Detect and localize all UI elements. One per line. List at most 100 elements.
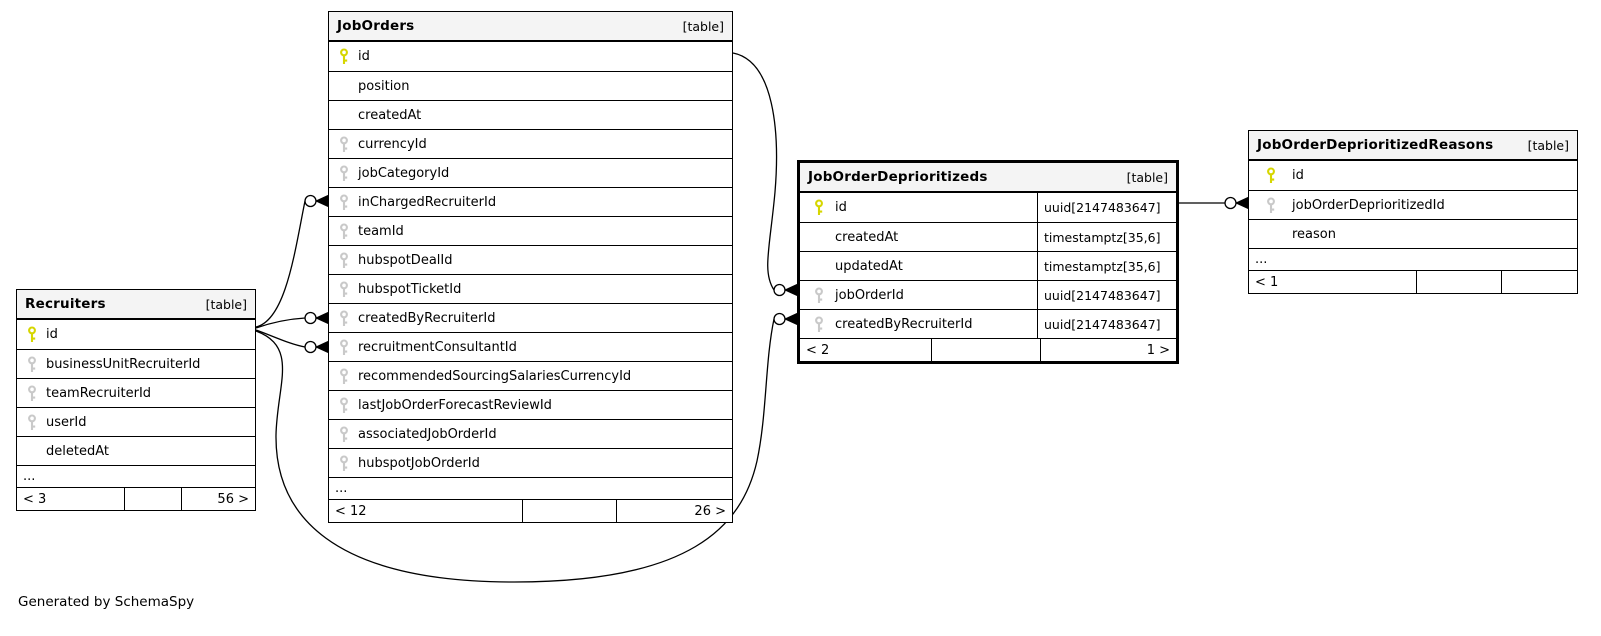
column-row-businessUnitRecruiterId: businessUnitRecruiterId [17, 349, 255, 378]
column-row-createdByRecruiterId: createdByRecruiterId [329, 303, 732, 332]
table-joborderdeprioritizeds-header[interactable]: JobOrderDeprioritizeds [table] [800, 163, 1176, 193]
column-name: teamId [358, 223, 404, 239]
foreign-key-icon [338, 222, 349, 240]
column-name-cell: userId [17, 408, 255, 436]
column-row-hubspotJobOrderId: hubspotJobOrderId [329, 448, 732, 477]
column-row-teamRecruiterId: teamRecruiterId [17, 378, 255, 407]
primary-key-icon [1265, 167, 1276, 184]
column-row-userId: userId [17, 407, 255, 436]
foreign-key-icon [338, 193, 349, 211]
column-name: inChargedRecruiterId [358, 194, 497, 210]
column-name: jobOrderId [835, 287, 904, 303]
column-row-hubspotTicketId: hubspotTicketId [329, 274, 732, 303]
column-name: lastJobOrderForecastReviewId [358, 397, 552, 413]
column-name-cell: createdAt [329, 101, 732, 129]
table-joborders-header[interactable]: JobOrders [table] [329, 12, 732, 42]
column-name-cell: currencyId [329, 130, 732, 158]
column-row-position: position [329, 71, 732, 100]
column-name: associatedJobOrderId [358, 426, 497, 442]
footer-parents-count: 56 > [181, 488, 255, 510]
column-type: uuid[2147483647] [1037, 193, 1176, 222]
column-name: jobOrderDeprioritizedId [1292, 197, 1445, 213]
column-name-cell: jobCategoryId [329, 159, 732, 187]
column-name-cell: recommendedSourcingSalariesCurrencyId [329, 362, 732, 390]
fk-endpoint-deprioritizeds-createdbyrecruiterid [773, 312, 798, 326]
column-row-reason: reason [1249, 219, 1577, 248]
more-columns-row: ... [1249, 248, 1577, 270]
column-name-cell: hubspotDealId [329, 246, 732, 274]
column-row-id: id [1249, 161, 1577, 190]
footer-parents-count: 26 > [616, 500, 732, 522]
primary-key-icon [338, 48, 349, 65]
column-name: createdByRecruiterId [835, 316, 973, 332]
column-row-jobCategoryId: jobCategoryId [329, 158, 732, 187]
column-name: hubspotDealId [358, 252, 453, 268]
column-row-id: id [17, 320, 255, 349]
column-name-cell: teamId [329, 217, 732, 245]
fk-endpoint-createdbyrecruiterid [304, 311, 329, 325]
column-row-createdAt: createdAt [329, 100, 732, 129]
column-row-jobOrderId: jobOrderId uuid[2147483647] [800, 280, 1176, 309]
foreign-key-icon [338, 396, 349, 414]
table-recruiters-header[interactable]: Recruiters [table] [17, 290, 255, 320]
table-joborderdeprioritizedreasons-header[interactable]: JobOrderDeprioritizedReasons [table] [1249, 131, 1577, 161]
foreign-key-icon [338, 251, 349, 269]
column-name-cell: teamRecruiterId [17, 379, 255, 407]
foreign-key-icon [813, 286, 824, 304]
column-name-cell: reason [1249, 220, 1577, 248]
table-title[interactable]: JobOrderDeprioritizedReasons [1257, 137, 1494, 153]
table-title[interactable]: JobOrderDeprioritizeds [808, 169, 988, 185]
more-columns-row: ... [17, 465, 255, 487]
fk-endpoint-joborderid [773, 283, 798, 297]
column-name: createdAt [358, 107, 422, 123]
column-type: timestamptz[35,6] [1037, 223, 1176, 251]
column-name-cell: jobOrderDeprioritizedId [1249, 191, 1577, 219]
table-recruiters: Recruiters [table] id businessUnitRecruit… [16, 289, 256, 511]
foreign-key-icon [338, 367, 349, 385]
footer-children-count: < 1 [1255, 274, 1279, 290]
table-title[interactable]: Recruiters [25, 296, 106, 312]
footer-spacer [1416, 271, 1501, 293]
table-title[interactable]: JobOrders [337, 18, 415, 34]
column-name: position [358, 78, 410, 94]
column-name-cell: createdByRecruiterId [800, 310, 1037, 338]
column-name: hubspotTicketId [358, 281, 462, 297]
relationship-curve-recruiters-deprioritizeds-createdbyrecruiterid [255, 318, 775, 583]
foreign-key-icon [338, 454, 349, 472]
column-name: id [1292, 168, 1304, 183]
foreign-key-icon [338, 280, 349, 298]
column-row-lastJobOrderForecastReviewId: lastJobOrderForecastReviewId [329, 390, 732, 419]
column-name: currencyId [358, 136, 427, 152]
column-type: uuid[2147483647] [1037, 281, 1176, 309]
column-row-associatedJobOrderId: associatedJobOrderId [329, 419, 732, 448]
relationship-curve-recruiters-createdbyrecruiterid [255, 317, 306, 329]
column-row-recommendedSourcingSalariesCurrencyId: recommendedSourcingSalariesCurrencyId [329, 361, 732, 390]
column-type: timestamptz[35,6] [1037, 252, 1176, 280]
column-name: id [46, 327, 58, 342]
column-name: userId [46, 414, 87, 430]
column-name: recommendedSourcingSalariesCurrencyId [358, 368, 632, 384]
column-name: createdByRecruiterId [358, 310, 496, 326]
column-row-id: id [329, 42, 732, 71]
table-badge: [table] [682, 18, 724, 34]
foreign-key-icon [26, 413, 37, 431]
foreign-key-icon [26, 384, 37, 402]
footer-children-count: < 3 [23, 491, 47, 507]
column-name-cell: hubspotTicketId [329, 275, 732, 303]
column-name-cell: hubspotJobOrderId [329, 449, 732, 477]
foreign-key-icon [1265, 196, 1276, 214]
column-name-cell: createdByRecruiterId [329, 304, 732, 332]
column-name-cell: id [800, 193, 1037, 222]
column-name-cell: lastJobOrderForecastReviewId [329, 391, 732, 419]
foreign-key-icon [338, 425, 349, 443]
column-name: businessUnitRecruiterId [46, 356, 201, 372]
fk-endpoint-joborderdeprioritizedid [1224, 196, 1249, 210]
fk-endpoint-inchargedrecruiterid [304, 194, 329, 208]
table-joborderdeprioritizedreasons: JobOrderDeprioritizedReasons [table] id j… [1248, 130, 1578, 294]
column-row-teamId: teamId [329, 216, 732, 245]
table-joborderdeprioritizeds-footer: < 2 1 > [800, 338, 1176, 361]
table-joborders-footer: < 12 26 > [329, 499, 732, 522]
relationship-curve-recruiters-inchargedrecruiterid [255, 200, 306, 328]
